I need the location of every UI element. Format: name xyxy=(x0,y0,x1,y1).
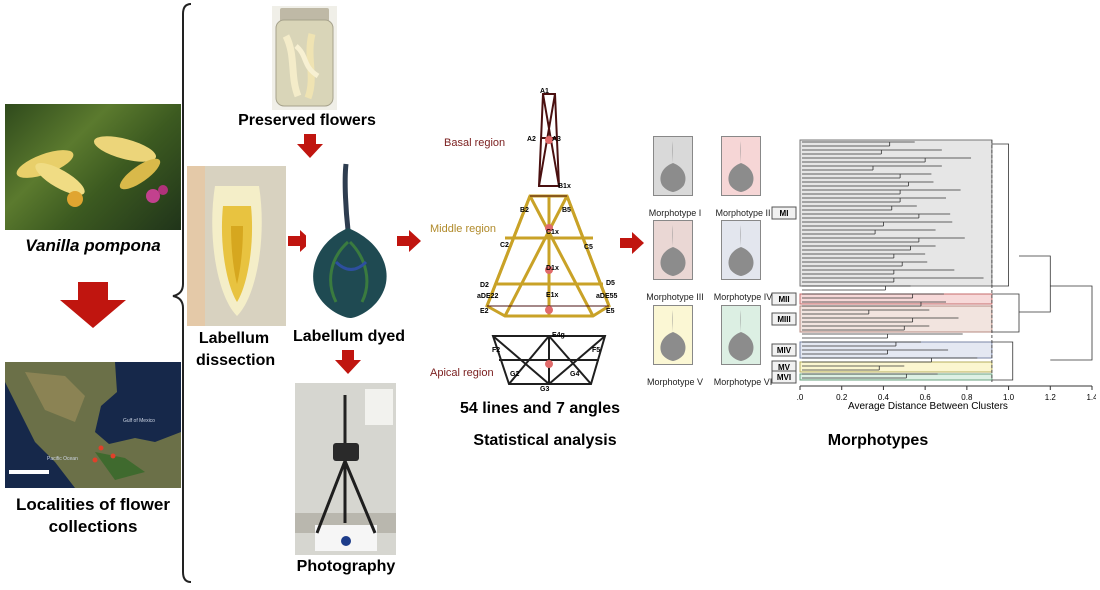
morphotype-tile xyxy=(721,220,761,280)
labellum-dissection-photo xyxy=(187,166,286,326)
dendrogram-branches xyxy=(802,141,1093,381)
landmark-B5: B5 xyxy=(562,207,571,214)
right-arrow-3 xyxy=(620,232,644,254)
morphotype-label: Morphotype III xyxy=(646,292,704,302)
landmark-G4: G4 xyxy=(570,371,580,378)
landmark-D1x: D1x xyxy=(546,265,559,272)
vanilla-flower-photo xyxy=(5,104,181,230)
landmark-D2: D2 xyxy=(480,282,489,289)
apical-region-label: Apical region xyxy=(430,367,494,379)
grouping-brace xyxy=(172,3,192,583)
plant-name: Vanilla pompona xyxy=(25,236,161,255)
dendrogram-x-label: Average Distance Between Clusters xyxy=(848,401,1008,412)
lines-angles-label: 54 lines and 7 angles xyxy=(459,400,621,417)
right-arrow-2 xyxy=(397,230,421,252)
statistical-analysis-label: Statistical analysis xyxy=(473,432,617,449)
morphotype-tile xyxy=(653,220,693,280)
morphotype-tile xyxy=(653,136,693,196)
labellum-dyed-label: Labellum dyed xyxy=(292,328,406,345)
down-arrow-2 xyxy=(297,134,323,158)
morphotypes-title: Morphotypes xyxy=(827,432,929,449)
landmark-E1x: E1x xyxy=(546,292,559,299)
cluster-label: MIII xyxy=(777,315,790,324)
landmark-G3: G3 xyxy=(540,386,550,393)
landmark-aDE55: aDE55 xyxy=(596,293,618,300)
cluster-label: MIV xyxy=(777,346,792,355)
landmark-E4g: E4g xyxy=(552,332,565,339)
cluster-label: MV xyxy=(778,363,791,372)
landmark-A1: A1 xyxy=(540,88,549,95)
x-tick-label: 1.0 xyxy=(1003,393,1015,402)
landmark-grid-diagram xyxy=(485,93,611,385)
cluster-label-box xyxy=(771,292,797,306)
down-arrow-3 xyxy=(335,350,361,374)
map-label-pacific: Pacific Ocean xyxy=(47,456,78,462)
landmark-G2: G2 xyxy=(510,371,520,378)
landmark-C1x: C1x xyxy=(546,229,559,236)
landmark-B2: B2 xyxy=(520,207,529,214)
x-tick-label: 0.2 xyxy=(836,393,848,402)
cluster-label-box xyxy=(771,343,797,357)
labellum-dyed-photo xyxy=(306,162,392,322)
landmark-F5: F5 xyxy=(592,347,601,354)
map-label-gulf: Gulf of Mexico xyxy=(123,418,155,424)
cluster-band xyxy=(799,373,993,381)
cluster-label-box xyxy=(771,370,797,384)
photography-setup-photo xyxy=(295,383,396,555)
x-tick-label: .0 xyxy=(797,393,804,402)
photography-label: Photography xyxy=(296,558,396,575)
landmark-C5: C5 xyxy=(584,244,593,251)
x-tick-label: 0.8 xyxy=(961,393,973,402)
x-tick-label: 1.2 xyxy=(1045,393,1057,402)
morphotype-tile xyxy=(653,305,693,365)
landmark-aDE22: aDE22 xyxy=(477,293,499,300)
morphotype-label: Morphotype V xyxy=(646,377,704,387)
landmark-E5: E5 xyxy=(606,308,615,315)
preserved-flowers-label: Preserved flowers xyxy=(238,112,376,129)
cluster-label-box xyxy=(771,312,797,326)
morphotype-label: Morphotype IV xyxy=(713,292,773,302)
localities-map: Gulf of Mexico Pacific Ocean xyxy=(5,362,181,488)
cluster-label: MII xyxy=(778,295,789,304)
landmark-D5: D5 xyxy=(606,280,615,287)
x-tick-label: 0.4 xyxy=(878,393,890,402)
down-arrow-1 xyxy=(60,282,126,328)
cluster-band xyxy=(799,293,993,305)
morphotype-label: Morphotype II xyxy=(715,208,771,218)
morphotype-label: Morphotype VI xyxy=(713,377,773,387)
landmark-F2: F2 xyxy=(492,347,501,354)
labellum-dissection-label: Labellum dissection xyxy=(196,330,276,369)
middle-region-label: Middle region xyxy=(430,223,497,235)
landmark-B1x: B1x xyxy=(558,183,571,190)
landmark-A2: A2 xyxy=(527,136,536,143)
cluster-label: MVI xyxy=(777,373,791,382)
cluster-label: MI xyxy=(780,209,789,218)
x-tick-label: 1.4 xyxy=(1086,393,1096,402)
landmark-C2: C2 xyxy=(500,242,509,249)
cluster-band xyxy=(799,361,993,373)
morphotype-tile xyxy=(721,305,761,365)
landmark-E2: E2 xyxy=(480,308,489,315)
basal-region-label: Basal region xyxy=(444,137,506,149)
localities-label: Localities of flower collections xyxy=(16,495,170,536)
morphotype-label: Morphotype I xyxy=(648,208,702,218)
morphotype-tile xyxy=(721,136,761,196)
cluster-label-box xyxy=(771,206,797,220)
landmark-A3: A3 xyxy=(552,136,561,143)
x-tick-label: 0.6 xyxy=(920,393,932,402)
preserved-flowers-jar xyxy=(272,6,337,110)
